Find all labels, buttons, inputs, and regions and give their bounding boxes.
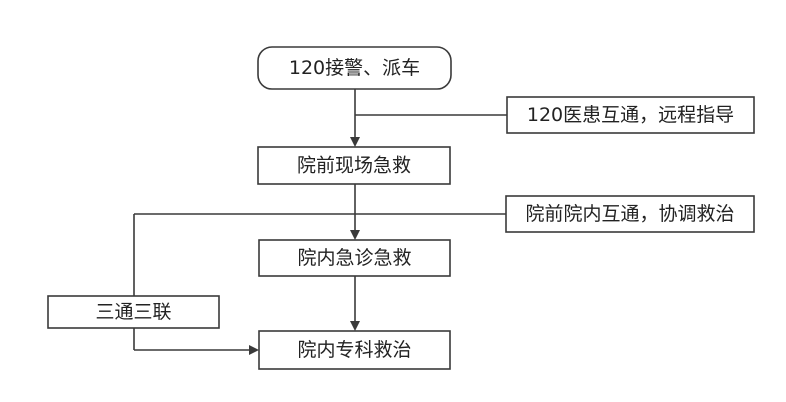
node-three-links: 三通三联 (47, 295, 220, 329)
connectors (133, 89, 507, 355)
node-remote-guidance-box (506, 96, 755, 134)
node-prehospital-label: 院前现场急救 (297, 155, 411, 177)
arrowhead-specialist-left (249, 345, 259, 355)
node-remote-guidance-label: 120医患互通，远程指导 (527, 104, 734, 126)
node-specialist-box (258, 330, 451, 370)
node-hospital-link-label: 院前院内互通，协调救治 (525, 203, 734, 225)
node-start: 120接警、派车 (257, 46, 452, 90)
node-emergency-room: 院内急诊急救 (258, 239, 451, 277)
node-start-label: 120接警、派车 (289, 57, 420, 79)
node-remote-guidance: 120医患互通，远程指导 (506, 96, 755, 134)
arrowhead-prehospital (350, 137, 360, 147)
node-specialist: 院内专科救治 (258, 330, 451, 370)
node-emergency-room-label: 院内急诊急救 (297, 247, 411, 269)
node-three-links-label: 三通三联 (95, 301, 171, 323)
node-hospital-link: 院前院内互通，协调救治 (505, 195, 755, 233)
node-prehospital-box (257, 146, 451, 185)
node-three-links-box (47, 295, 220, 329)
arrowhead-specialist-top (350, 321, 360, 331)
node-specialist-label: 院内专科救治 (297, 339, 411, 361)
node-start-box (257, 46, 452, 90)
arrowhead-emergency-room (350, 230, 360, 240)
node-hospital-link-box (505, 195, 755, 233)
node-emergency-room-box (258, 239, 451, 277)
node-prehospital: 院前现场急救 (257, 146, 451, 185)
